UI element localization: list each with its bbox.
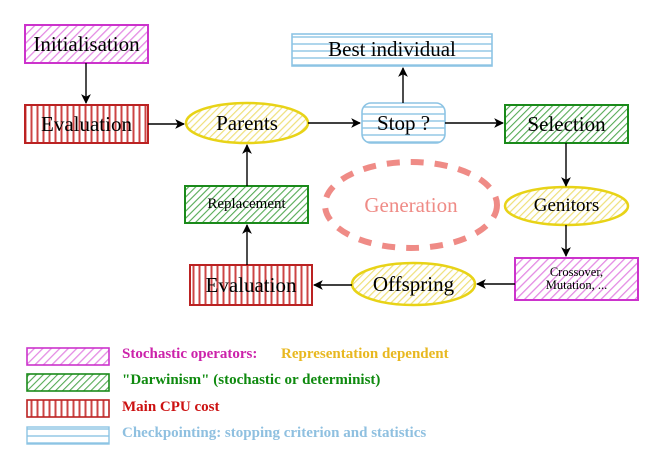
- node-stop[interactable]: [361, 102, 446, 144]
- legend-swatch-cpu: [26, 399, 110, 418]
- node-offspring[interactable]: [350, 261, 477, 307]
- node-replacement[interactable]: [184, 185, 309, 224]
- legend-text-stochastic: Stochastic operators:: [122, 346, 258, 362]
- legend-swatch-checkpointing: [26, 426, 110, 445]
- node-generation: [322, 159, 500, 251]
- legend-text-cpu: Main CPU cost: [122, 399, 220, 415]
- node-selection[interactable]: [504, 104, 629, 144]
- node-initialisation[interactable]: [24, 24, 149, 64]
- node-evaluation-bottom[interactable]: [189, 264, 313, 306]
- node-evaluation-top[interactable]: [24, 104, 149, 144]
- legend-swatch-stochastic: [26, 347, 110, 366]
- node-genitors[interactable]: [503, 185, 630, 227]
- legend-text-stochastic-extra: Representation dependent: [281, 346, 449, 362]
- legend-swatch-darwinism: [26, 373, 110, 392]
- legend-text-checkpointing: Checkpointing: stopping criterion and st…: [122, 425, 427, 441]
- node-crossover[interactable]: [514, 257, 639, 301]
- node-parents[interactable]: [184, 101, 310, 145]
- legend-text-darwinism: "Darwinism" (stochastic or determinist): [122, 372, 381, 388]
- node-best-individual[interactable]: [291, 33, 493, 67]
